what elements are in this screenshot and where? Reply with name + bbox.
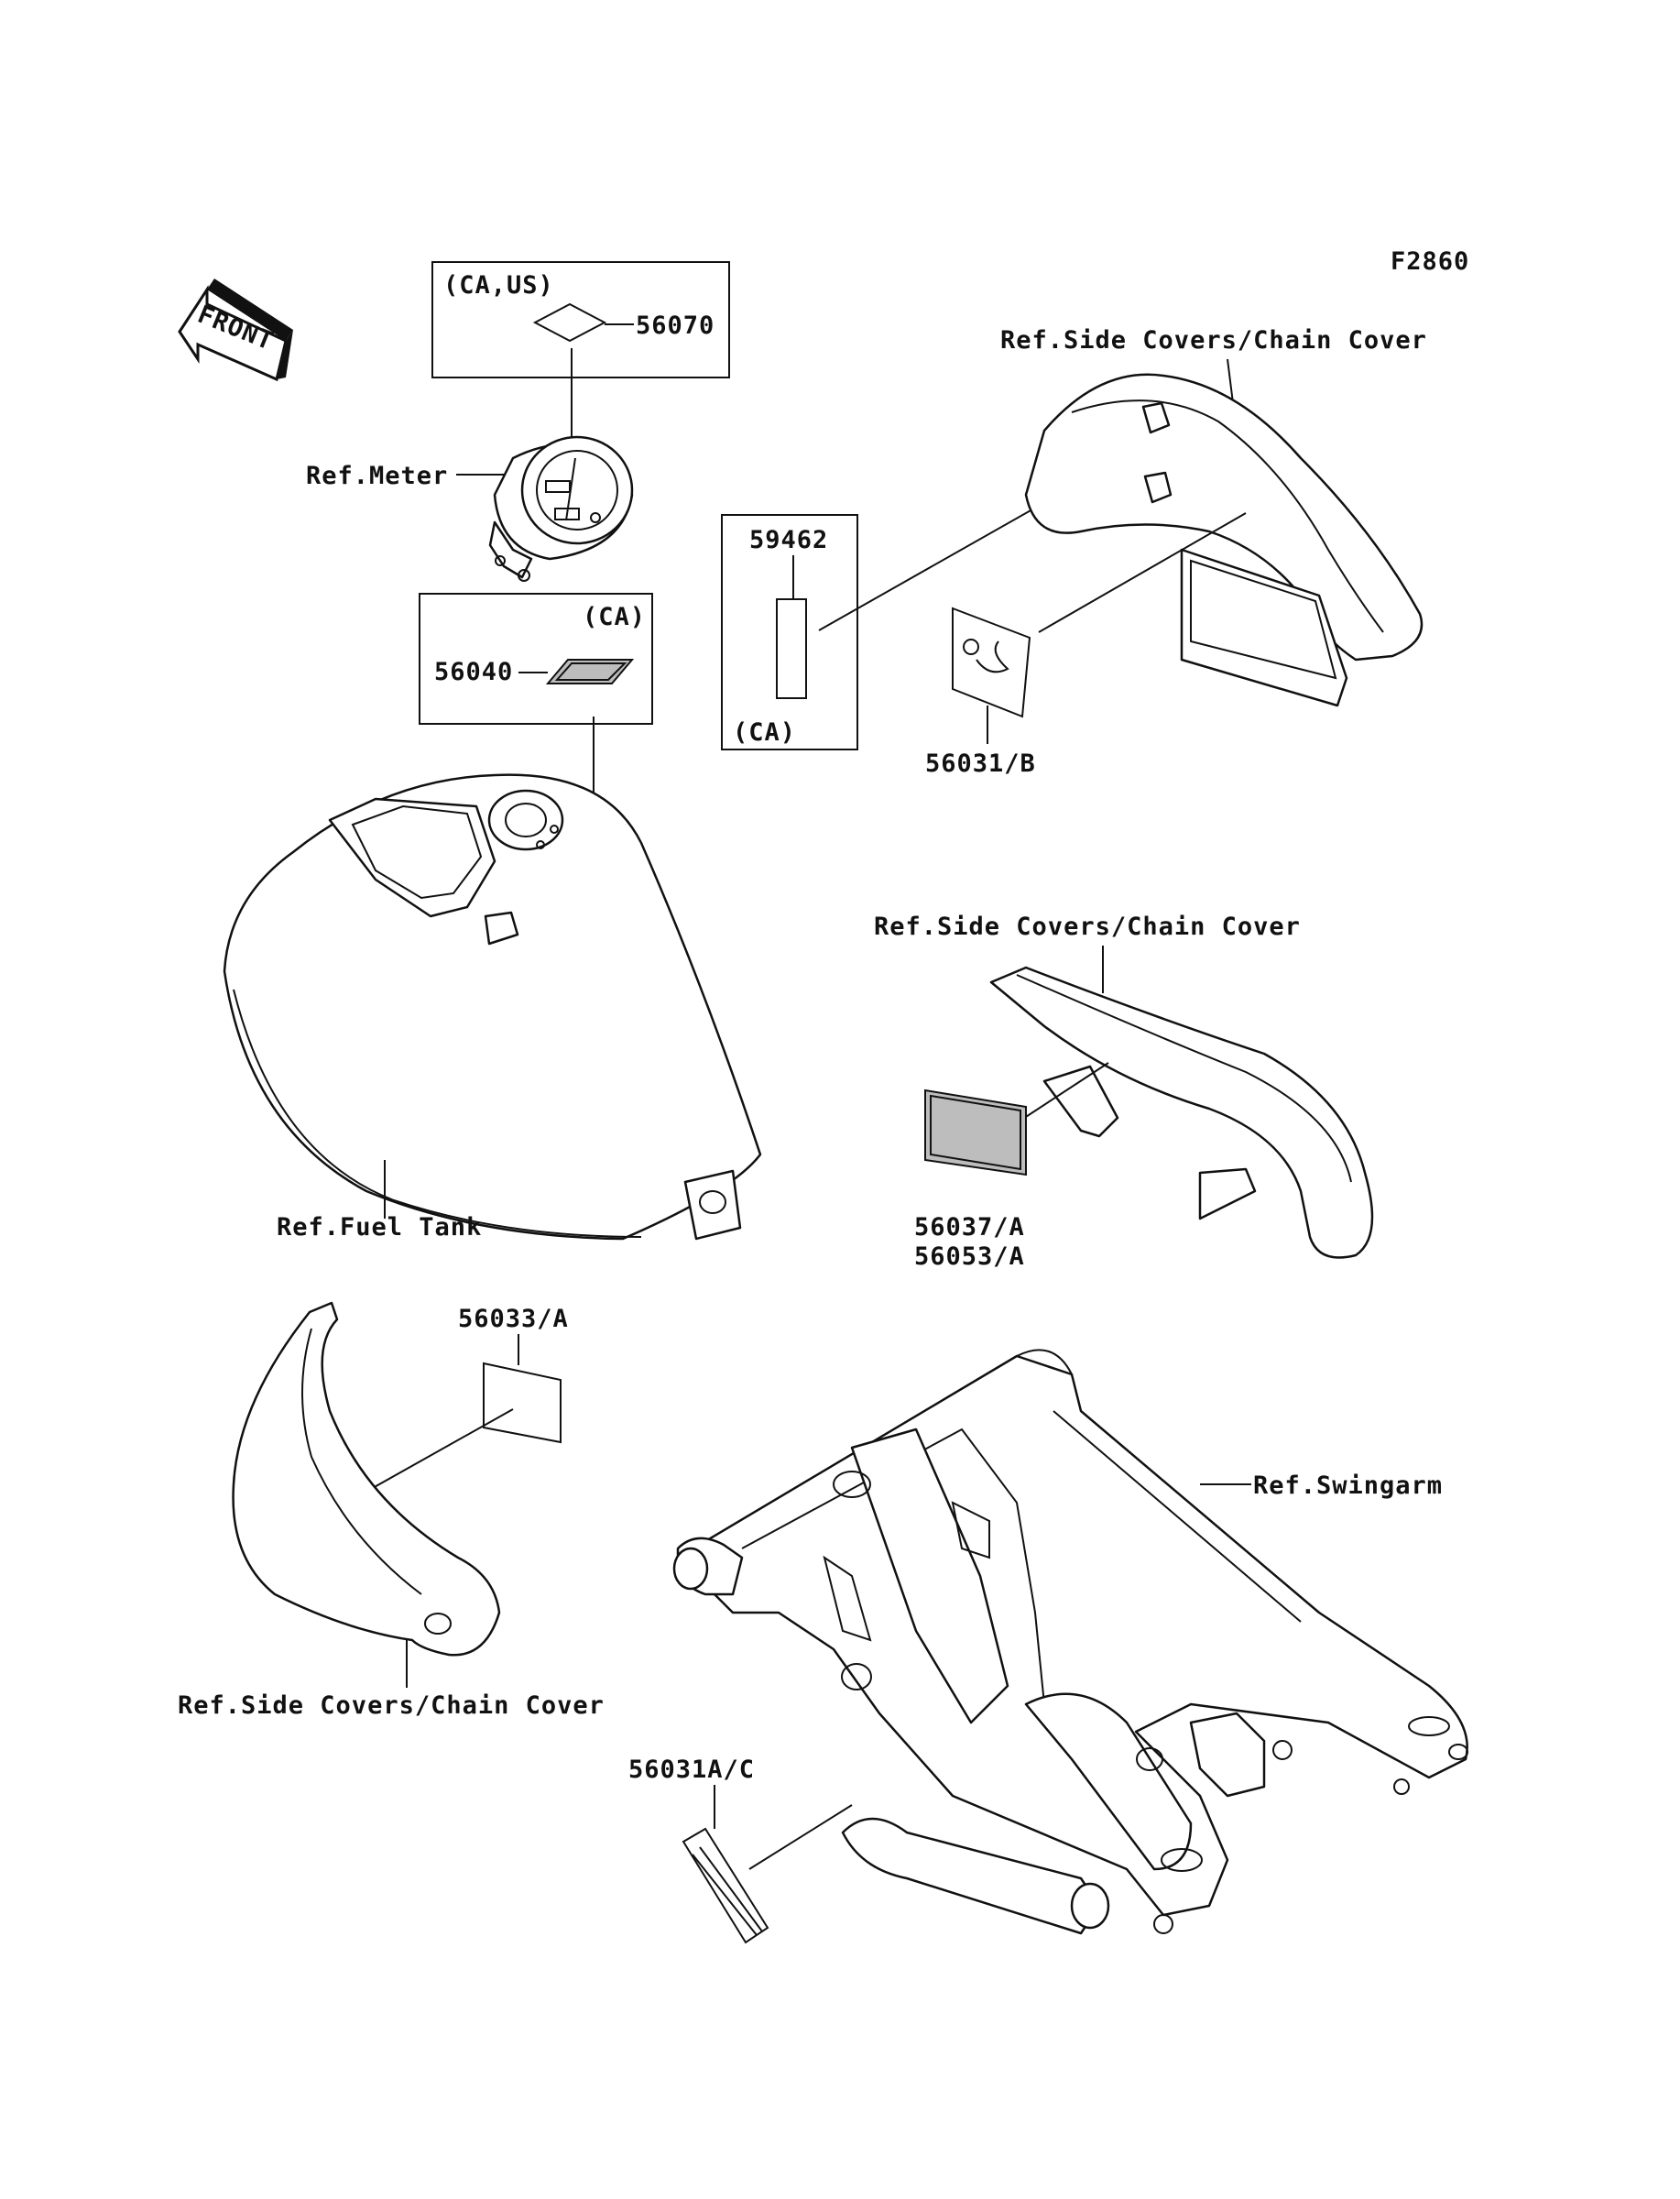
part-56033a-label: 56033/A xyxy=(458,1305,569,1333)
side-ref-mid-label: Ref.Side Covers/Chain Cover xyxy=(874,913,1301,941)
part-56037a-label: 56037/A xyxy=(914,1213,1025,1242)
part-56070-label: 56070 xyxy=(636,312,715,340)
meter-ref-label: Ref.Meter xyxy=(306,462,448,490)
part-56040-label: 56040 xyxy=(434,658,513,686)
swingarm xyxy=(672,1349,1468,1935)
side-ref-bottom-label: Ref.Side Covers/Chain Cover xyxy=(178,1691,605,1720)
side-callout-box xyxy=(721,514,858,750)
chain-cover-mid xyxy=(989,966,1374,1259)
side-cover-upper xyxy=(1024,373,1424,707)
figure-code: F2860 xyxy=(1391,247,1469,276)
meter-box-condition: (CA,US) xyxy=(443,271,554,300)
meter-callout-box xyxy=(431,261,730,378)
decal-56037a-icon xyxy=(924,1089,1027,1176)
decal-56031b-icon xyxy=(952,607,1031,718)
part-56053a-label: 56053/A xyxy=(914,1242,1025,1271)
decal-56070-icon xyxy=(532,302,607,343)
fuel-tank xyxy=(223,773,762,1241)
speedometer-icon xyxy=(488,435,634,582)
decal-56033a-icon xyxy=(483,1362,562,1444)
decal-59462-icon xyxy=(776,598,807,699)
tank-callout-box xyxy=(419,593,653,725)
tank-box-condition: (CA) xyxy=(583,603,646,631)
part-59462-label: 59462 xyxy=(749,526,828,554)
swingarm-ref-label: Ref.Swingarm xyxy=(1253,1471,1443,1500)
part-56031ac-label: 56031A/C xyxy=(628,1756,755,1784)
side-box-condition: (CA) xyxy=(733,718,796,747)
side-cover-lower xyxy=(232,1301,501,1657)
side-ref-top-label: Ref.Side Covers/Chain Cover xyxy=(1000,326,1427,355)
front-arrow-icon: FRONT xyxy=(178,279,293,382)
decal-56031ac-icon xyxy=(682,1827,769,1944)
part-56031b-label: 56031/B xyxy=(925,749,1036,778)
tank-ref-label: Ref.Fuel Tank xyxy=(277,1213,482,1242)
